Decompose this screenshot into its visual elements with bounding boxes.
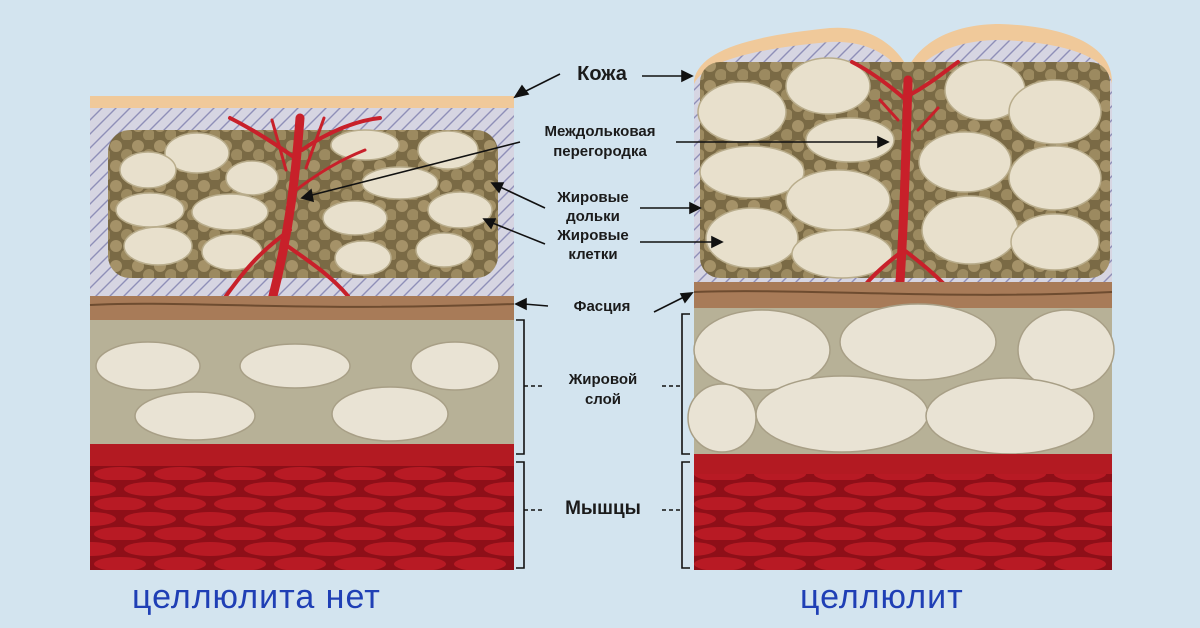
pointer-lines — [300, 69, 890, 313]
label-fat-cells-line1: Жировые — [557, 227, 629, 244]
septum-left — [224, 113, 382, 305]
label-fat-cells-line2: клетки — [568, 246, 618, 263]
label-septum-line1: Междольковая — [544, 123, 656, 140]
left-panel — [89, 96, 515, 570]
caption-cellulite: целлюлит — [800, 578, 964, 616]
fat-cells-lower-left — [95, 341, 500, 442]
skin-layer-left — [90, 96, 514, 108]
fat-cells-right — [697, 57, 1102, 279]
label-skin: Кожа — [577, 63, 627, 85]
fascia-left — [90, 296, 514, 320]
label-fat-lobules: Жировые дольки — [543, 188, 643, 226]
label-fascia: Фасция — [573, 298, 631, 315]
label-muscles: Мышцы — [565, 498, 641, 519]
label-fat-cells: Жировые клетки — [543, 226, 643, 264]
label-fat-lobules-line2: дольки — [566, 208, 620, 225]
caption-no-cellulite: целлюлита нет — [132, 578, 381, 616]
right-panel — [687, 24, 1115, 570]
label-fat-layer-line1: Жировой — [568, 371, 638, 388]
layer-brackets — [516, 313, 690, 569]
label-fat-layer: Жировой слой — [543, 370, 663, 410]
fat-cells-left — [115, 129, 493, 276]
label-fat-layer-line2: слой — [584, 391, 622, 408]
label-septum: Междольковая перегородка — [520, 122, 680, 162]
fat-cells-lower-right — [687, 303, 1115, 455]
septum-right — [850, 60, 960, 287]
label-septum-line2: перегородка — [553, 143, 647, 160]
label-fat-lobules-line1: Жировые — [557, 189, 629, 206]
